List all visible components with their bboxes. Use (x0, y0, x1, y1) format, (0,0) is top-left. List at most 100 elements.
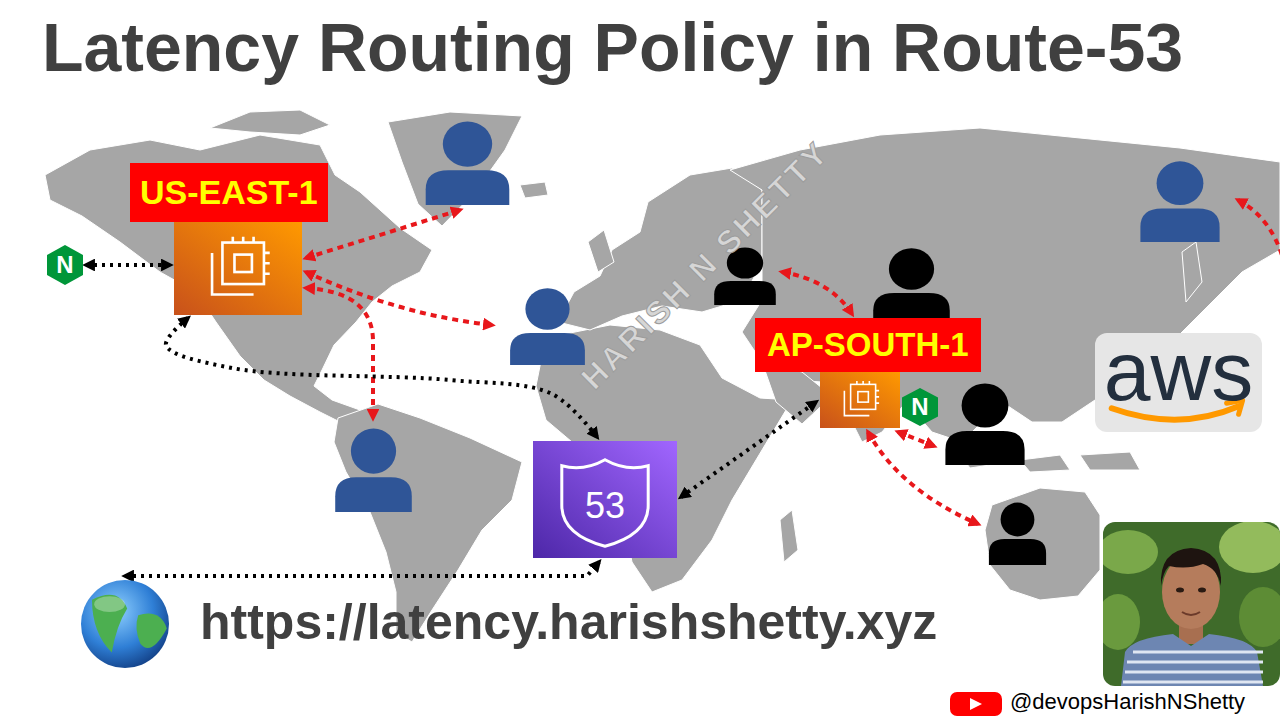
shirt-stripes (1123, 652, 1263, 682)
region-server-shape (820, 372, 900, 428)
island (520, 182, 548, 198)
eye (1198, 588, 1206, 593)
aws-logo: aws (1095, 333, 1262, 432)
island (388, 112, 522, 226)
globe-sphere (81, 580, 169, 668)
island (210, 110, 330, 135)
presenter-photo (1096, 521, 1280, 686)
photo-ground (1103, 522, 1280, 686)
island (588, 230, 614, 272)
region-label: US-EAST-1 (130, 163, 328, 222)
user-icon (335, 428, 412, 512)
island (960, 450, 1140, 472)
route-shield (562, 460, 648, 547)
youtube-badge (950, 692, 1002, 716)
user-body (945, 431, 1024, 465)
user-head (525, 288, 569, 330)
user-head (1157, 161, 1204, 205)
hair (1161, 548, 1221, 586)
title-wrap: Latency Routing Policy in Route-53 (42, 6, 1183, 88)
user-head (1001, 503, 1035, 537)
dns-connector (166, 318, 597, 437)
logo-letter: N (56, 253, 73, 277)
user-body (989, 539, 1046, 565)
island (780, 510, 798, 562)
user-icon (873, 248, 950, 325)
chip-bracket (844, 391, 869, 416)
user-icon (510, 288, 585, 365)
server-tile (174, 222, 302, 315)
shirt (1121, 634, 1263, 686)
chip-outline (222, 243, 264, 285)
user-head (351, 428, 396, 473)
globe-endpoint: https://latency.harishshetty.xyz (66, 578, 184, 670)
hexagon (47, 245, 83, 285)
user-body (426, 170, 510, 205)
world-map (45, 110, 1280, 642)
latency-arrow (898, 432, 934, 446)
globe-endpoint-shape (66, 578, 184, 670)
latency-arrow (868, 432, 978, 524)
chip-outline (851, 384, 876, 409)
user-body (1140, 208, 1219, 242)
hexagon (902, 388, 938, 426)
logo-letter: N (911, 395, 928, 419)
user-icon (1140, 161, 1219, 242)
play-triangle (970, 698, 982, 710)
youtube-icon (950, 692, 1002, 716)
nginx-hexagon: N (902, 388, 938, 426)
dns-connector (681, 402, 816, 497)
channel-handle-wrap: @devopsHarishNShetty (1010, 689, 1245, 715)
latency-arrow (306, 288, 373, 418)
latency-arrow (306, 272, 492, 325)
user-icon (426, 121, 510, 205)
channel-handle: @devopsHarishNShetty (1010, 689, 1245, 715)
globe-continent (136, 614, 166, 648)
user-head (889, 248, 934, 290)
chip-pins (233, 237, 270, 274)
foliage (1103, 530, 1158, 574)
user-latency-arrows (306, 200, 1280, 524)
icon-number: 53 (585, 488, 625, 524)
region-label: AP-SOUTH-1 (755, 318, 981, 372)
latency-arrow (782, 272, 852, 314)
nginx-hexagon: N (47, 245, 83, 285)
page-title: Latency Routing Policy in Route-53 (42, 6, 1183, 88)
route53-icon: 53 (533, 441, 677, 558)
route53-tile (533, 441, 677, 558)
globe-continent (92, 595, 127, 653)
foliage (1239, 587, 1280, 647)
island (1182, 242, 1202, 302)
face (1162, 555, 1220, 629)
latency-arrow (306, 210, 460, 258)
globe-shine (94, 596, 125, 612)
site-url: https://latency.harishshetty.xyz (200, 592, 937, 652)
chip-bracket (212, 253, 254, 295)
continent (985, 488, 1100, 600)
continent (45, 135, 432, 428)
region-server: AP-SOUTH-1 (820, 372, 900, 428)
chip-pins (857, 381, 879, 403)
user-body (335, 477, 412, 512)
user-icon (989, 503, 1046, 565)
chip-core (858, 392, 868, 402)
dns-connector (125, 562, 599, 576)
mouth (1182, 612, 1200, 615)
user-body (714, 281, 776, 305)
user-head (962, 383, 1009, 427)
region-server: US-EAST-1 (174, 222, 302, 315)
eye (1176, 588, 1184, 593)
user-body (510, 333, 585, 365)
neck (1179, 620, 1203, 644)
region-server-shape (174, 222, 302, 315)
dns-connector (86, 263, 170, 267)
foliage (1219, 522, 1280, 573)
logo-text: aws (1104, 329, 1253, 413)
latency-arrow (1238, 200, 1280, 262)
server-tile (820, 372, 900, 428)
watermark: HARISH N SHETTY (572, 132, 837, 397)
user-icon (945, 383, 1024, 465)
